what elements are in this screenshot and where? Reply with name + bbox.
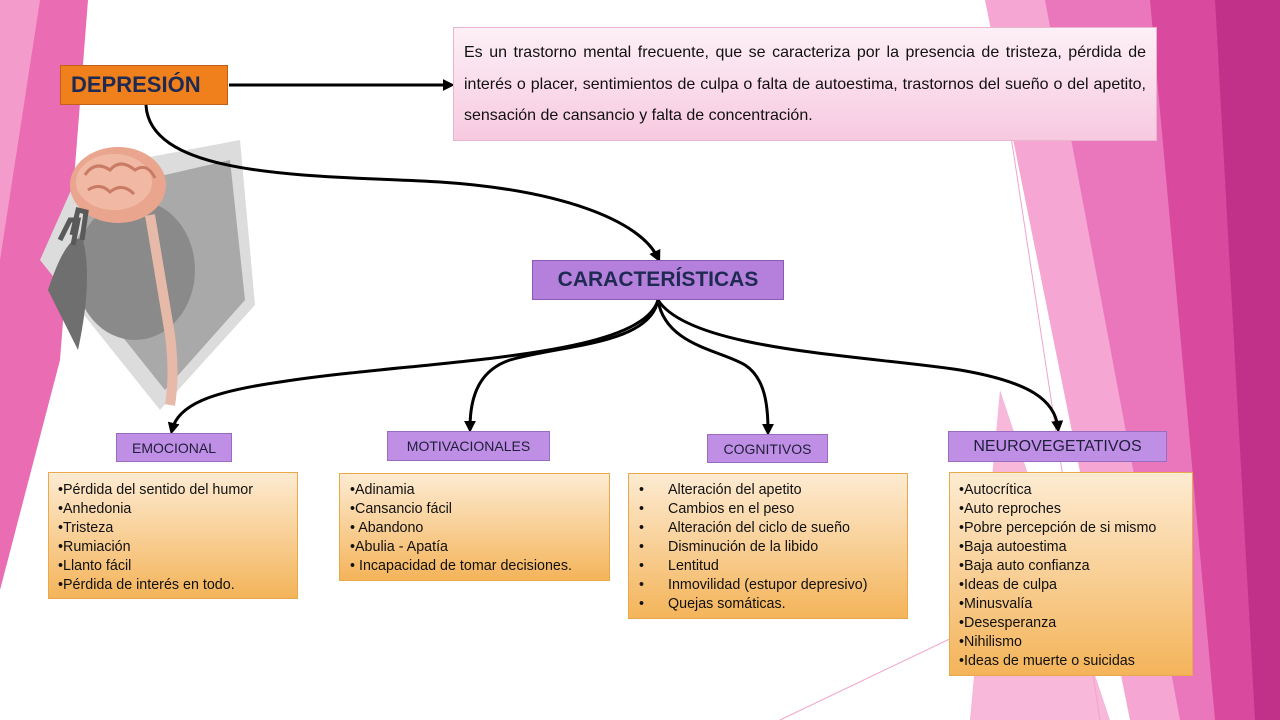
list-item: •Tristeza [58, 520, 114, 536]
neurovegetativos-list: •Autocrítica •Auto reproches •Pobre perc… [949, 472, 1193, 676]
list-item: •Nihilismo [959, 634, 1022, 650]
list-item: Cambios en el peso [639, 500, 907, 519]
list-item: •Baja auto confianza [959, 558, 1090, 574]
list-item: •Baja autoestima [959, 539, 1067, 555]
list-item: •Anhedonia [58, 501, 132, 517]
category-emocional: EMOCIONAL [116, 433, 232, 462]
depresion-title: DEPRESIÓN [60, 65, 228, 105]
list-item: Disminución de la libido [639, 538, 907, 557]
list-item: • Incapacidad de tomar decisiones. [350, 558, 572, 574]
list-item: Lentitud [639, 557, 907, 576]
list-item: Inmovilidad (estupor depresivo) [639, 576, 907, 595]
list-item: Alteración del ciclo de sueño [639, 519, 907, 538]
list-item: •Rumiación [58, 539, 131, 555]
brain-headache-illustration [40, 140, 255, 410]
category-cognitivos: COGNITIVOS [707, 434, 828, 463]
definition-text: Es un trastorno mental frecuente, que se… [453, 27, 1157, 141]
emocional-list: •Pérdida del sentido del humor •Anhedoni… [48, 472, 298, 599]
category-motivacionales: MOTIVACIONALES [387, 431, 550, 461]
list-item: •Desesperanza [959, 615, 1057, 631]
list-item: •Minusvalía [959, 596, 1033, 612]
list-item: •Pérdida del sentido del humor [58, 482, 253, 498]
motivacionales-list: •Adinamia •Cansancio fácil • Abandono •A… [339, 473, 610, 581]
list-item: Quejas somáticas. [639, 595, 907, 614]
characteristics-node: CARACTERÍSTICAS [532, 260, 784, 300]
list-item: •Llanto fácil [58, 558, 132, 574]
list-item: •Pérdida de interés en todo. [58, 577, 235, 593]
list-item: •Ideas de muerte o suicidas [959, 653, 1135, 669]
list-item: Alteración del apetito [639, 481, 907, 500]
list-item: •Cansancio fácil [350, 501, 452, 517]
list-item: •Auto reproches [959, 501, 1061, 517]
category-neurovegetativos: NEUROVEGETATIVOS [948, 431, 1167, 462]
list-item: •Abulia - Apatía [350, 539, 448, 555]
cognitivos-list: Alteración del apetito Cambios en el pes… [628, 473, 908, 619]
list-item: •Pobre percepción de si mismo [959, 520, 1157, 536]
list-item: •Adinamia [350, 482, 415, 498]
list-item: • Abandono [350, 520, 424, 536]
list-item: •Ideas de culpa [959, 577, 1058, 593]
list-item: •Autocrítica [959, 482, 1032, 498]
